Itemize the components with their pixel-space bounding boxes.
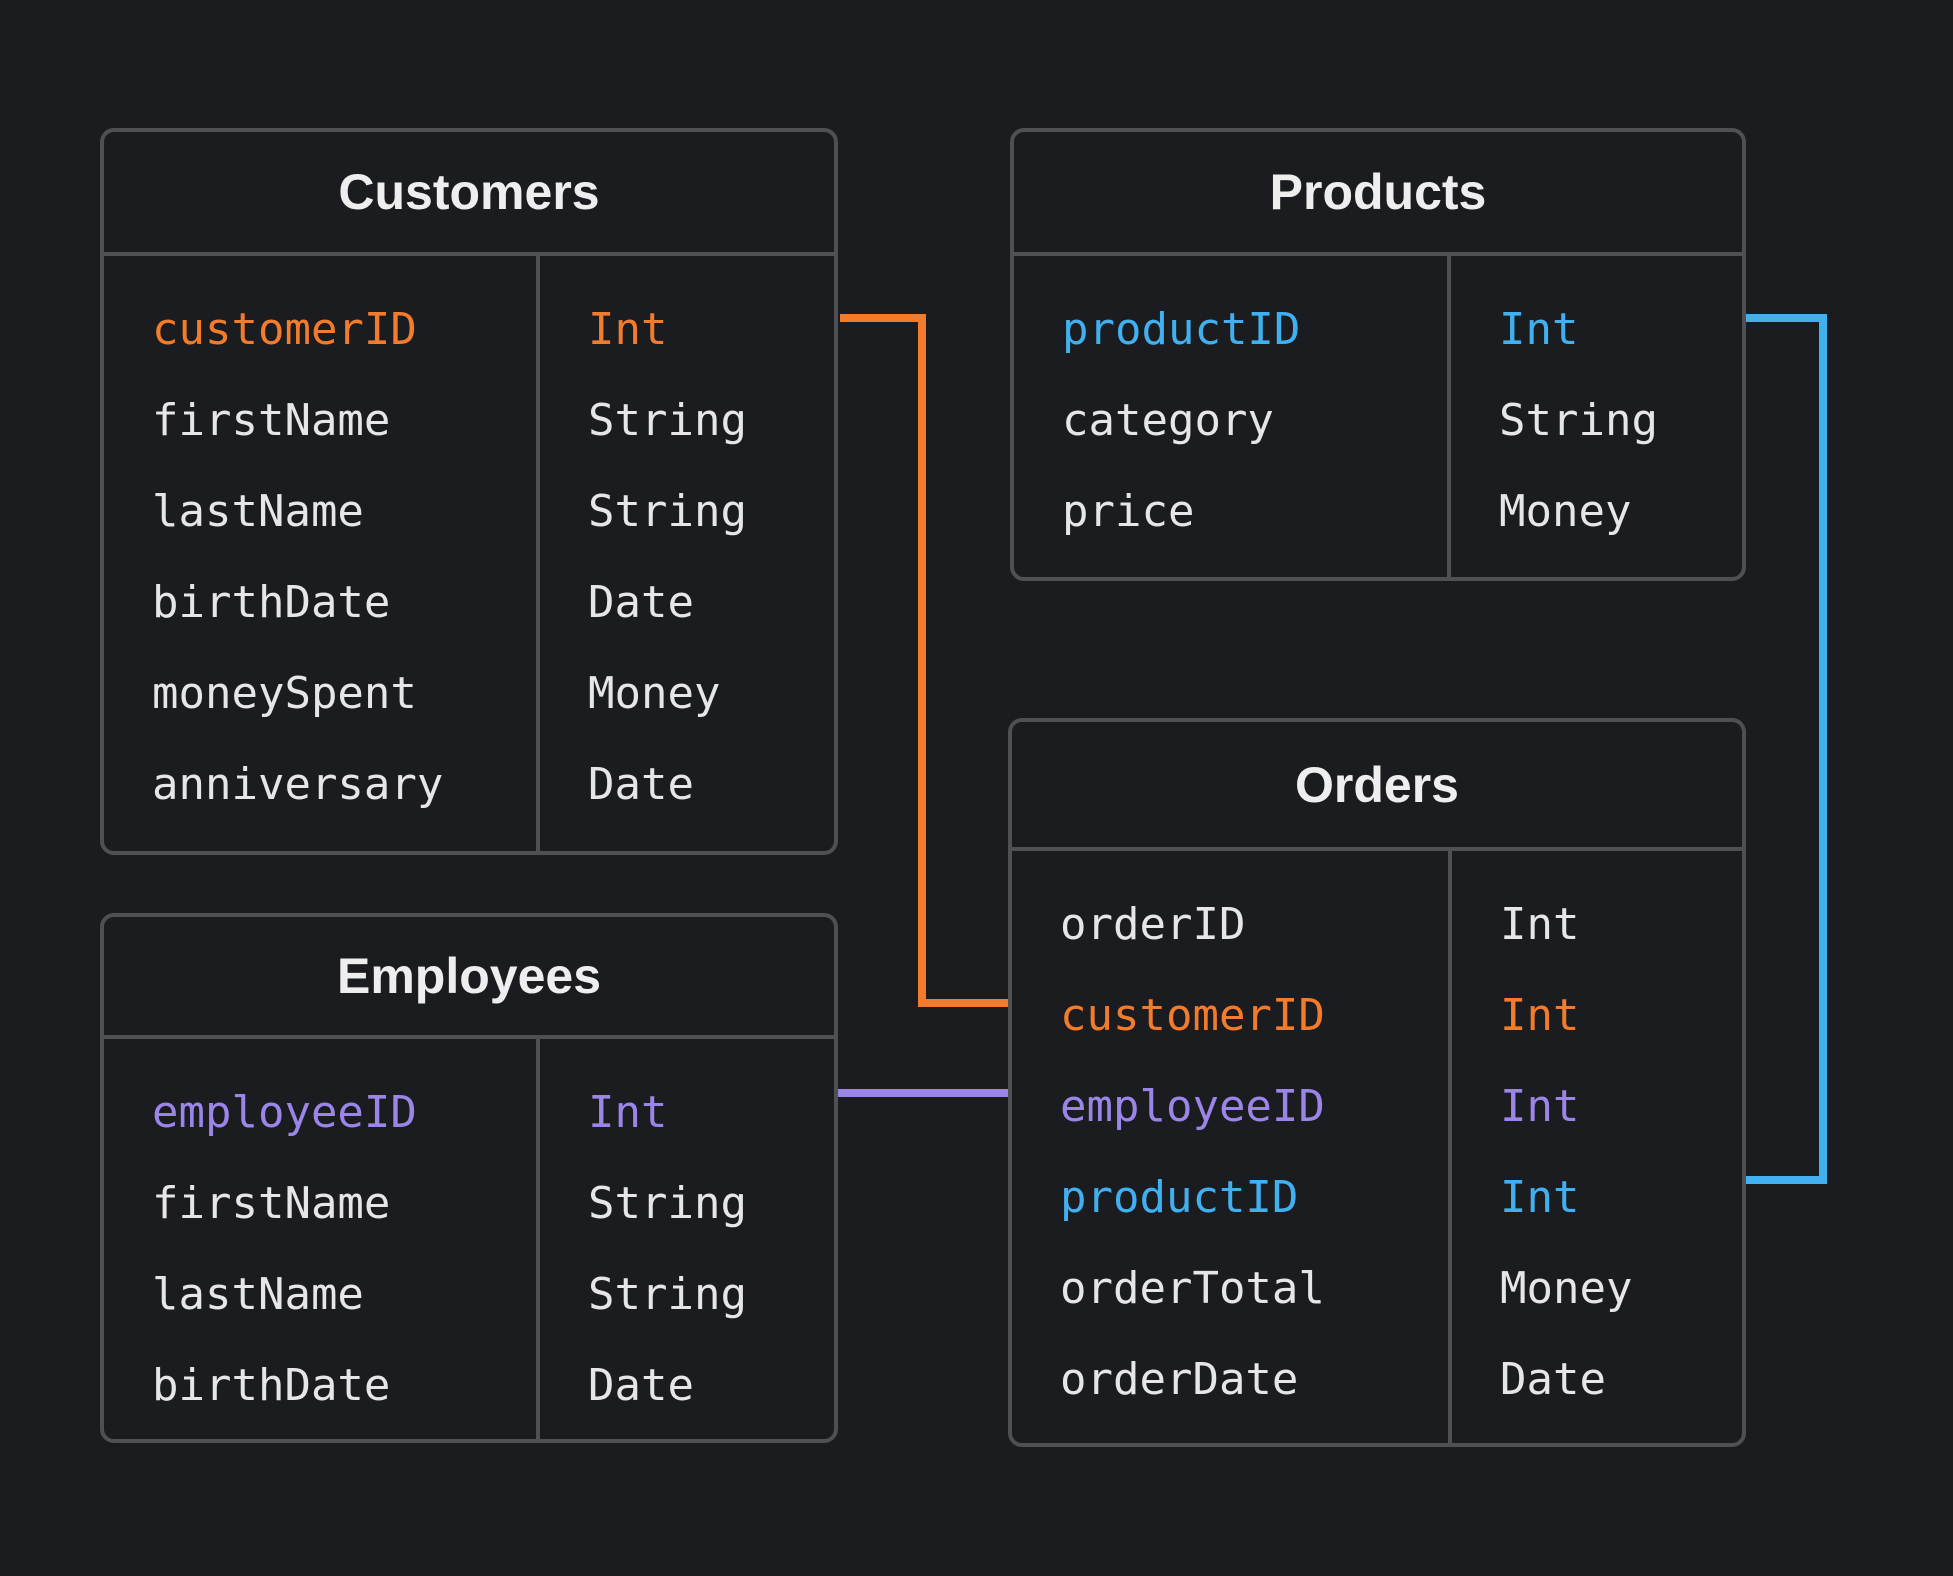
- field-type: Money: [1499, 486, 1632, 537]
- field-name: customerID: [152, 304, 417, 355]
- field-name: customerID: [1060, 990, 1325, 1041]
- field-type: Int: [588, 304, 668, 355]
- orders-table-title: Orders: [1012, 722, 1742, 851]
- field-name: price: [1062, 486, 1195, 537]
- column-divider: [1448, 851, 1452, 1443]
- field-name: birthDate: [152, 1360, 391, 1411]
- products-table: Products productID category price Int St…: [1010, 128, 1746, 581]
- field-name: moneySpent: [152, 668, 417, 719]
- field-name: productID: [1060, 1172, 1299, 1223]
- field-name: employeeID: [152, 1087, 417, 1138]
- products-table-title: Products: [1014, 132, 1742, 256]
- field-name: category: [1062, 395, 1274, 446]
- field-name: orderTotal: [1060, 1263, 1325, 1314]
- field-types-column: Int Int Int Int Money Date: [1452, 879, 1633, 1443]
- customers-table-title: Customers: [104, 132, 834, 256]
- field-type: Int: [1500, 1081, 1580, 1132]
- employees-table-title: Employees: [104, 917, 834, 1039]
- products-table-body: productID category price Int String Mone…: [1014, 256, 1742, 577]
- orders-table-body: orderID customerID employeeID productID …: [1012, 851, 1742, 1443]
- column-divider: [1447, 256, 1451, 577]
- field-names-column: employeeID firstName lastName birthDate: [104, 1067, 540, 1439]
- field-type: Date: [588, 577, 694, 628]
- customers-table: Customers customerID firstName lastName …: [100, 128, 838, 855]
- field-type: Date: [1500, 1354, 1606, 1405]
- field-type: Int: [1500, 990, 1580, 1041]
- field-types-column: Int String String Date: [540, 1067, 747, 1439]
- field-name: productID: [1062, 304, 1301, 355]
- field-type: Money: [588, 668, 721, 719]
- field-name: birthDate: [152, 577, 391, 628]
- field-names-column: productID category price: [1014, 284, 1451, 577]
- field-names-column: orderID customerID employeeID productID …: [1012, 879, 1452, 1443]
- field-name: lastName: [152, 486, 364, 537]
- employees-table: Employees employeeID firstName lastName …: [100, 913, 838, 1443]
- field-type: String: [588, 1269, 747, 1320]
- employees-table-body: employeeID firstName lastName birthDate …: [104, 1039, 834, 1439]
- field-type: String: [588, 395, 747, 446]
- field-type: String: [588, 486, 747, 537]
- field-type: Date: [588, 759, 694, 810]
- orders-table: Orders orderID customerID employeeID pro…: [1008, 718, 1746, 1447]
- field-names-column: customerID firstName lastName birthDate …: [104, 284, 540, 851]
- field-type: Date: [588, 1360, 694, 1411]
- customers-table-body: customerID firstName lastName birthDate …: [104, 256, 834, 851]
- column-divider: [536, 1039, 540, 1439]
- field-type: Money: [1500, 1263, 1633, 1314]
- column-divider: [536, 256, 540, 851]
- field-name: lastName: [152, 1269, 364, 1320]
- field-types-column: Int String Money: [1451, 284, 1658, 577]
- field-name: firstName: [152, 395, 391, 446]
- field-type: Int: [588, 1087, 668, 1138]
- field-type: Int: [1500, 899, 1580, 950]
- customer-order-connector: [840, 314, 1008, 1007]
- field-type: String: [1499, 395, 1658, 446]
- field-type: String: [588, 1178, 747, 1229]
- field-name: anniversary: [152, 759, 444, 810]
- field-types-column: Int String String Date Money Date: [540, 284, 747, 851]
- field-type: Int: [1499, 304, 1579, 355]
- field-name: orderID: [1060, 899, 1246, 950]
- field-name: orderDate: [1060, 1354, 1299, 1405]
- product-order-connector: [1746, 314, 1827, 1184]
- field-name: employeeID: [1060, 1081, 1325, 1132]
- field-name: firstName: [152, 1178, 391, 1229]
- field-type: Int: [1500, 1172, 1580, 1223]
